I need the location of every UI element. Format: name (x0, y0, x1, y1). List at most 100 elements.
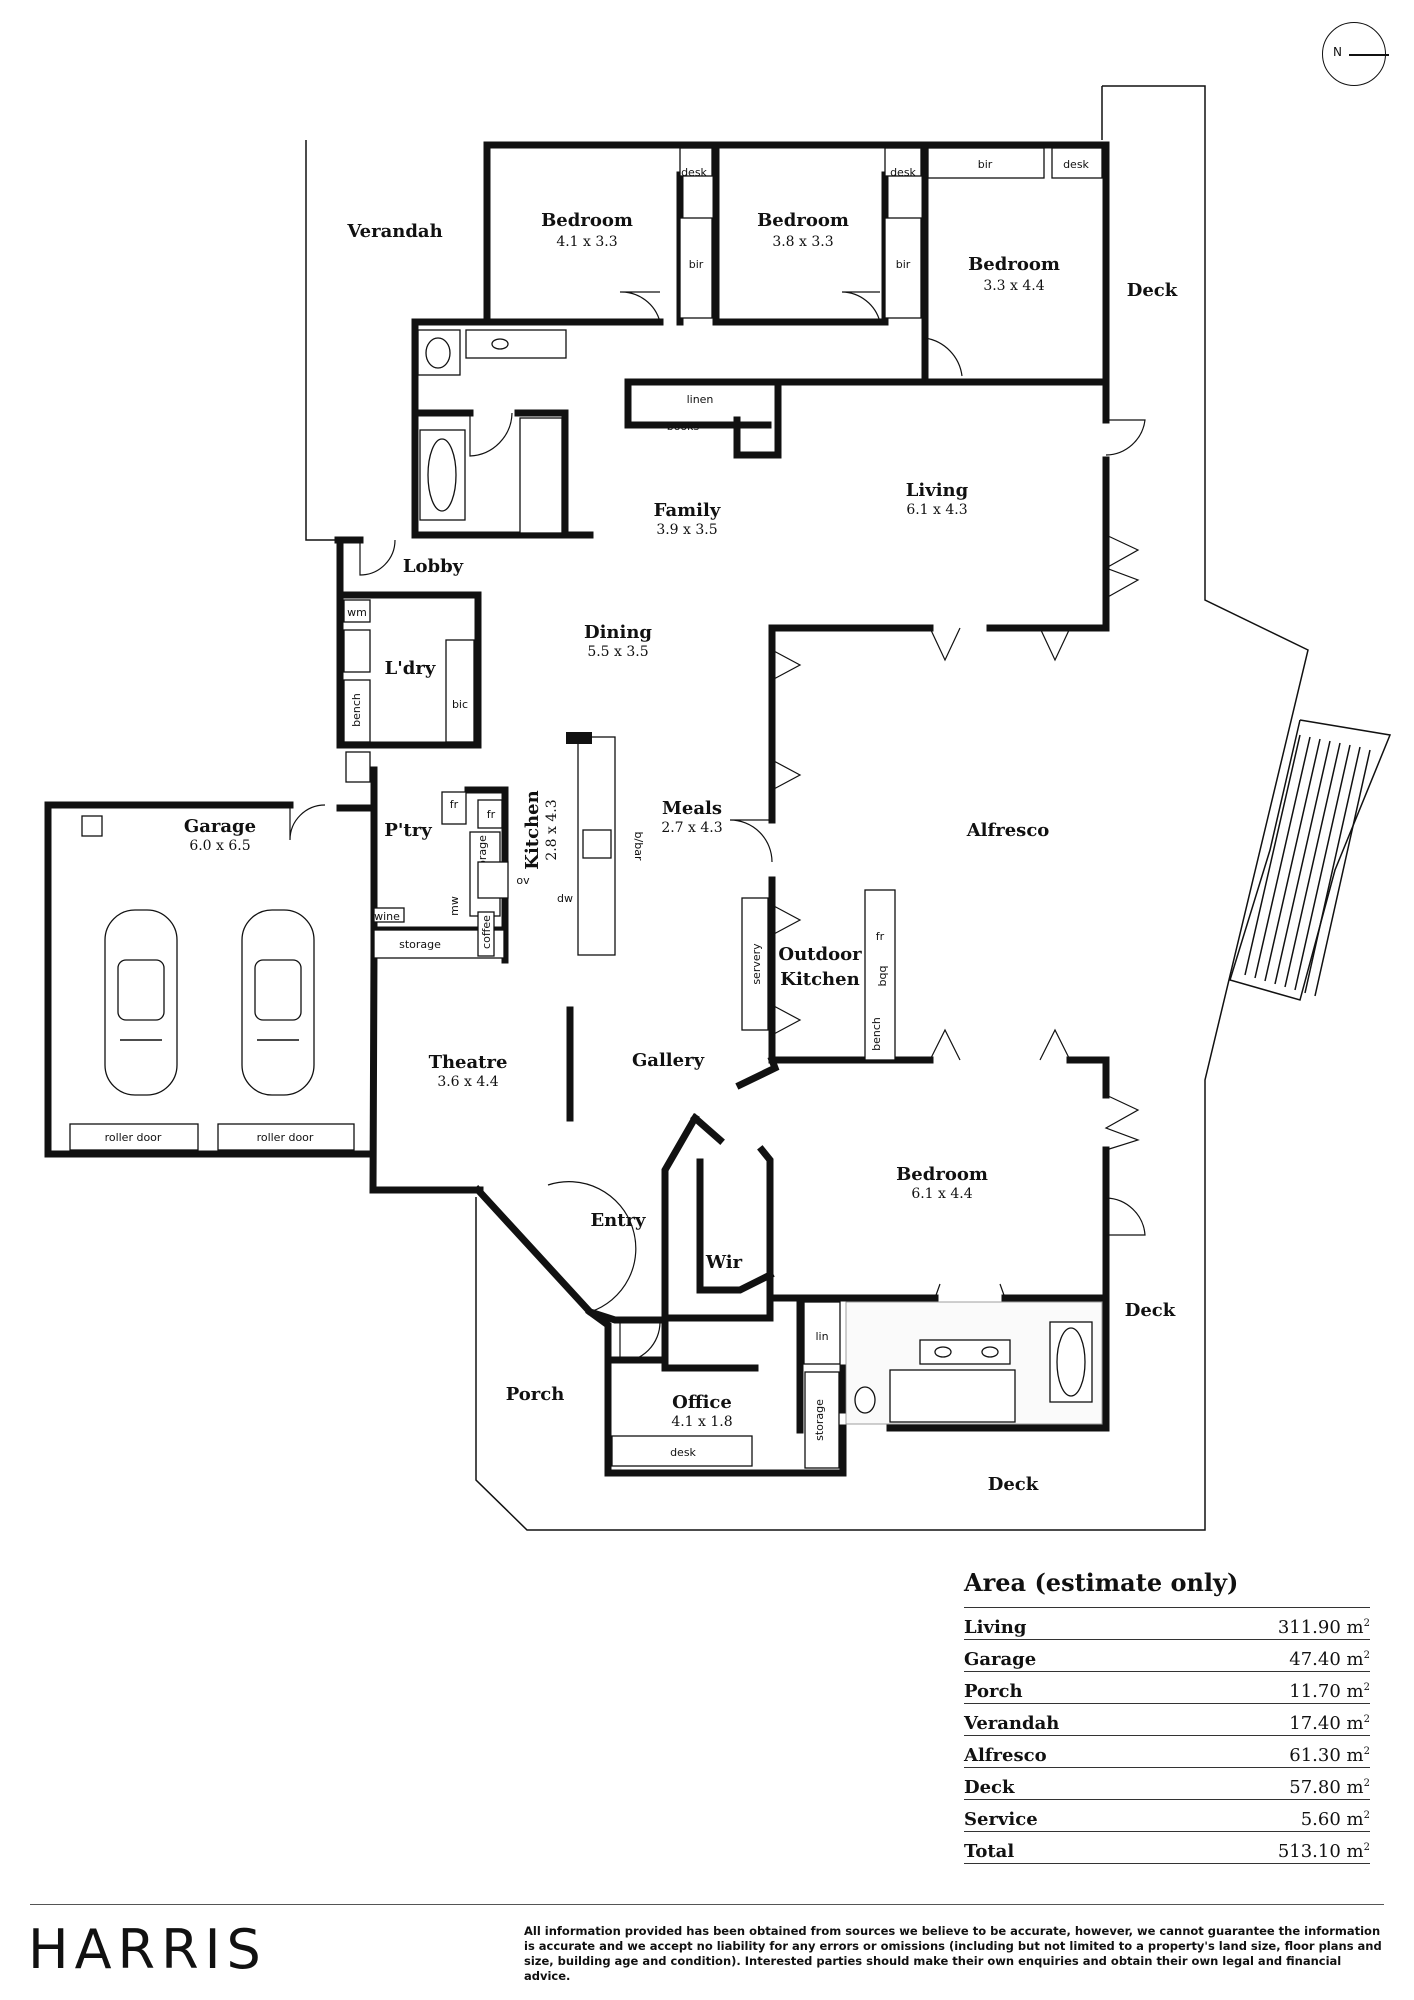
room-family: Family (654, 500, 721, 521)
area-row-alfresco: Alfresco 61.30 m2 (964, 1735, 1370, 1767)
fixture-desk-3: desk (1063, 158, 1089, 171)
room-meals: Meals (662, 798, 722, 819)
room-porch: Porch (506, 1384, 565, 1405)
area-label: Total (964, 1841, 1015, 1862)
area-label: Deck (964, 1777, 1015, 1798)
room-gallery: Gallery (632, 1050, 705, 1071)
area-row-living: Living 311.90 m2 (964, 1607, 1370, 1639)
fixture-linen: linen (687, 393, 714, 406)
fixture-fr-outdoor: fr (876, 930, 885, 943)
room-labels: Verandah Bedroom 4.1 x 3.3 Bedroom 3.8 x… (184, 210, 1178, 1495)
area-value: 57.80 m2 (1289, 1777, 1370, 1798)
disclaimer-text: All information provided has been obtain… (524, 1924, 1382, 1983)
area-label: Porch (964, 1681, 1023, 1702)
area-value: 17.40 m2 (1289, 1713, 1370, 1734)
room-deck-east: Deck (1125, 1300, 1176, 1321)
room-bedroom-1-dims: 4.1 x 3.3 (556, 234, 617, 250)
room-entry: Entry (590, 1210, 646, 1231)
room-deck-south: Deck (988, 1474, 1039, 1495)
fixture-bir-3: bir (978, 158, 993, 171)
room-dining-dims: 5.5 x 3.5 (587, 644, 648, 660)
fixture-lin: lin (815, 1330, 828, 1343)
area-value: 311.90 m2 (1277, 1617, 1370, 1638)
fixture-desk-2: desk (890, 166, 916, 179)
area-row-service: Service 5.60 m2 (964, 1799, 1370, 1831)
area-value: 513.10 m2 (1277, 1841, 1370, 1862)
room-office-dims: 4.1 x 1.8 (671, 1414, 732, 1430)
walls (44, 141, 1110, 1477)
room-kitchen: Kitchen (522, 790, 543, 869)
fixture-wine: wine (374, 910, 400, 923)
room-wir: Wir (705, 1252, 743, 1273)
room-living: Living (906, 480, 969, 501)
room-bedroom-master-dims: 6.1 x 4.4 (911, 1186, 972, 1202)
fixture-books: books (667, 420, 700, 433)
fixture-mw: mw (448, 896, 461, 916)
fixture-dw: dw (557, 892, 573, 905)
fixture-bench-outdoor: bench (870, 1017, 883, 1051)
outdoor-outlines (305, 85, 1392, 1531)
car-2 (241, 909, 315, 1096)
room-verandah: Verandah (346, 221, 442, 242)
area-table: Area (estimate only) Living 311.90 m2 Ga… (964, 1568, 1370, 1864)
room-garage-dims: 6.0 x 6.5 (189, 838, 250, 854)
area-value: 61.30 m2 (1289, 1745, 1370, 1766)
area-rows: Living 311.90 m2 Garage 47.40 m2 Porch 1… (964, 1607, 1370, 1864)
area-row-garage: Garage 47.40 m2 (964, 1639, 1370, 1671)
room-bedroom-2: Bedroom (757, 210, 849, 231)
area-value: 11.70 m2 (1289, 1681, 1370, 1702)
footer-divider (30, 1904, 1384, 1905)
fixture-bbar: b/bar (632, 832, 645, 861)
room-bedroom-2-dims: 3.8 x 3.3 (772, 234, 833, 250)
car-1 (104, 909, 178, 1096)
fixture-fr-kitchen: fr (487, 808, 496, 821)
room-theatre: Theatre (429, 1052, 508, 1073)
area-label: Service (964, 1809, 1038, 1830)
room-deck-ne: Deck (1127, 280, 1178, 301)
fixture-bic: bic (452, 698, 468, 711)
room-outdoor-kitchen-line2: Kitchen (780, 969, 859, 990)
room-bedroom-master: Bedroom (896, 1164, 988, 1185)
fixture-wm: wm (347, 606, 367, 619)
area-label: Garage (964, 1649, 1037, 1670)
compass-needle (1349, 54, 1389, 56)
room-laundry: L'dry (385, 658, 436, 679)
fixture-ov: ov (516, 874, 530, 887)
room-garage: Garage (184, 816, 256, 837)
fixture-bir-1: bir (689, 258, 704, 271)
fixture-roller-door-2: roller door (257, 1131, 314, 1144)
area-row-total: Total 513.10 m2 (964, 1831, 1370, 1864)
room-office: Office (672, 1392, 732, 1413)
deck-steps (1229, 719, 1392, 1001)
room-outdoor-kitchen-line1: Outdoor (778, 944, 862, 965)
area-value: 47.40 m2 (1289, 1649, 1370, 1670)
area-label: Living (964, 1617, 1027, 1638)
north-compass: N (1322, 22, 1389, 86)
fixture-coffee: coffee (480, 915, 493, 949)
compass-label: N (1333, 45, 1342, 59)
fixture-fr-pantry: fr (450, 798, 459, 811)
fixture-bir-2: bir (896, 258, 911, 271)
fixture-storage-office: storage (813, 1399, 826, 1441)
room-bedroom-3: Bedroom (968, 254, 1060, 275)
area-value: 5.60 m2 (1300, 1809, 1370, 1830)
fixture-desk-1: desk (681, 166, 707, 179)
room-theatre-dims: 3.6 x 4.4 (437, 1074, 498, 1090)
room-living-dims: 6.1 x 4.3 (906, 502, 967, 518)
floor-plan: desk bir desk bir bir desk linen books w… (44, 85, 1392, 1531)
area-row-verandah: Verandah 17.40 m2 (964, 1703, 1370, 1735)
room-meals-dims: 2.7 x 4.3 (661, 820, 722, 836)
fixture-desk-office: desk (670, 1446, 696, 1459)
room-lobby: Lobby (403, 556, 464, 577)
fixture-bbq: bbq (877, 966, 890, 987)
fixture-roller-door-1: roller door (105, 1131, 162, 1144)
area-label: Alfresco (964, 1745, 1047, 1766)
room-bedroom-1: Bedroom (541, 210, 633, 231)
room-family-dims: 3.9 x 3.5 (656, 522, 717, 538)
fixture-servery: servery (750, 943, 763, 985)
room-alfresco: Alfresco (966, 820, 1050, 841)
room-kitchen-dims: 2.8 x 4.3 (544, 799, 560, 860)
doors (289, 291, 1146, 1363)
room-pantry: P'try (384, 820, 432, 841)
area-row-porch: Porch 11.70 m2 (964, 1671, 1370, 1703)
